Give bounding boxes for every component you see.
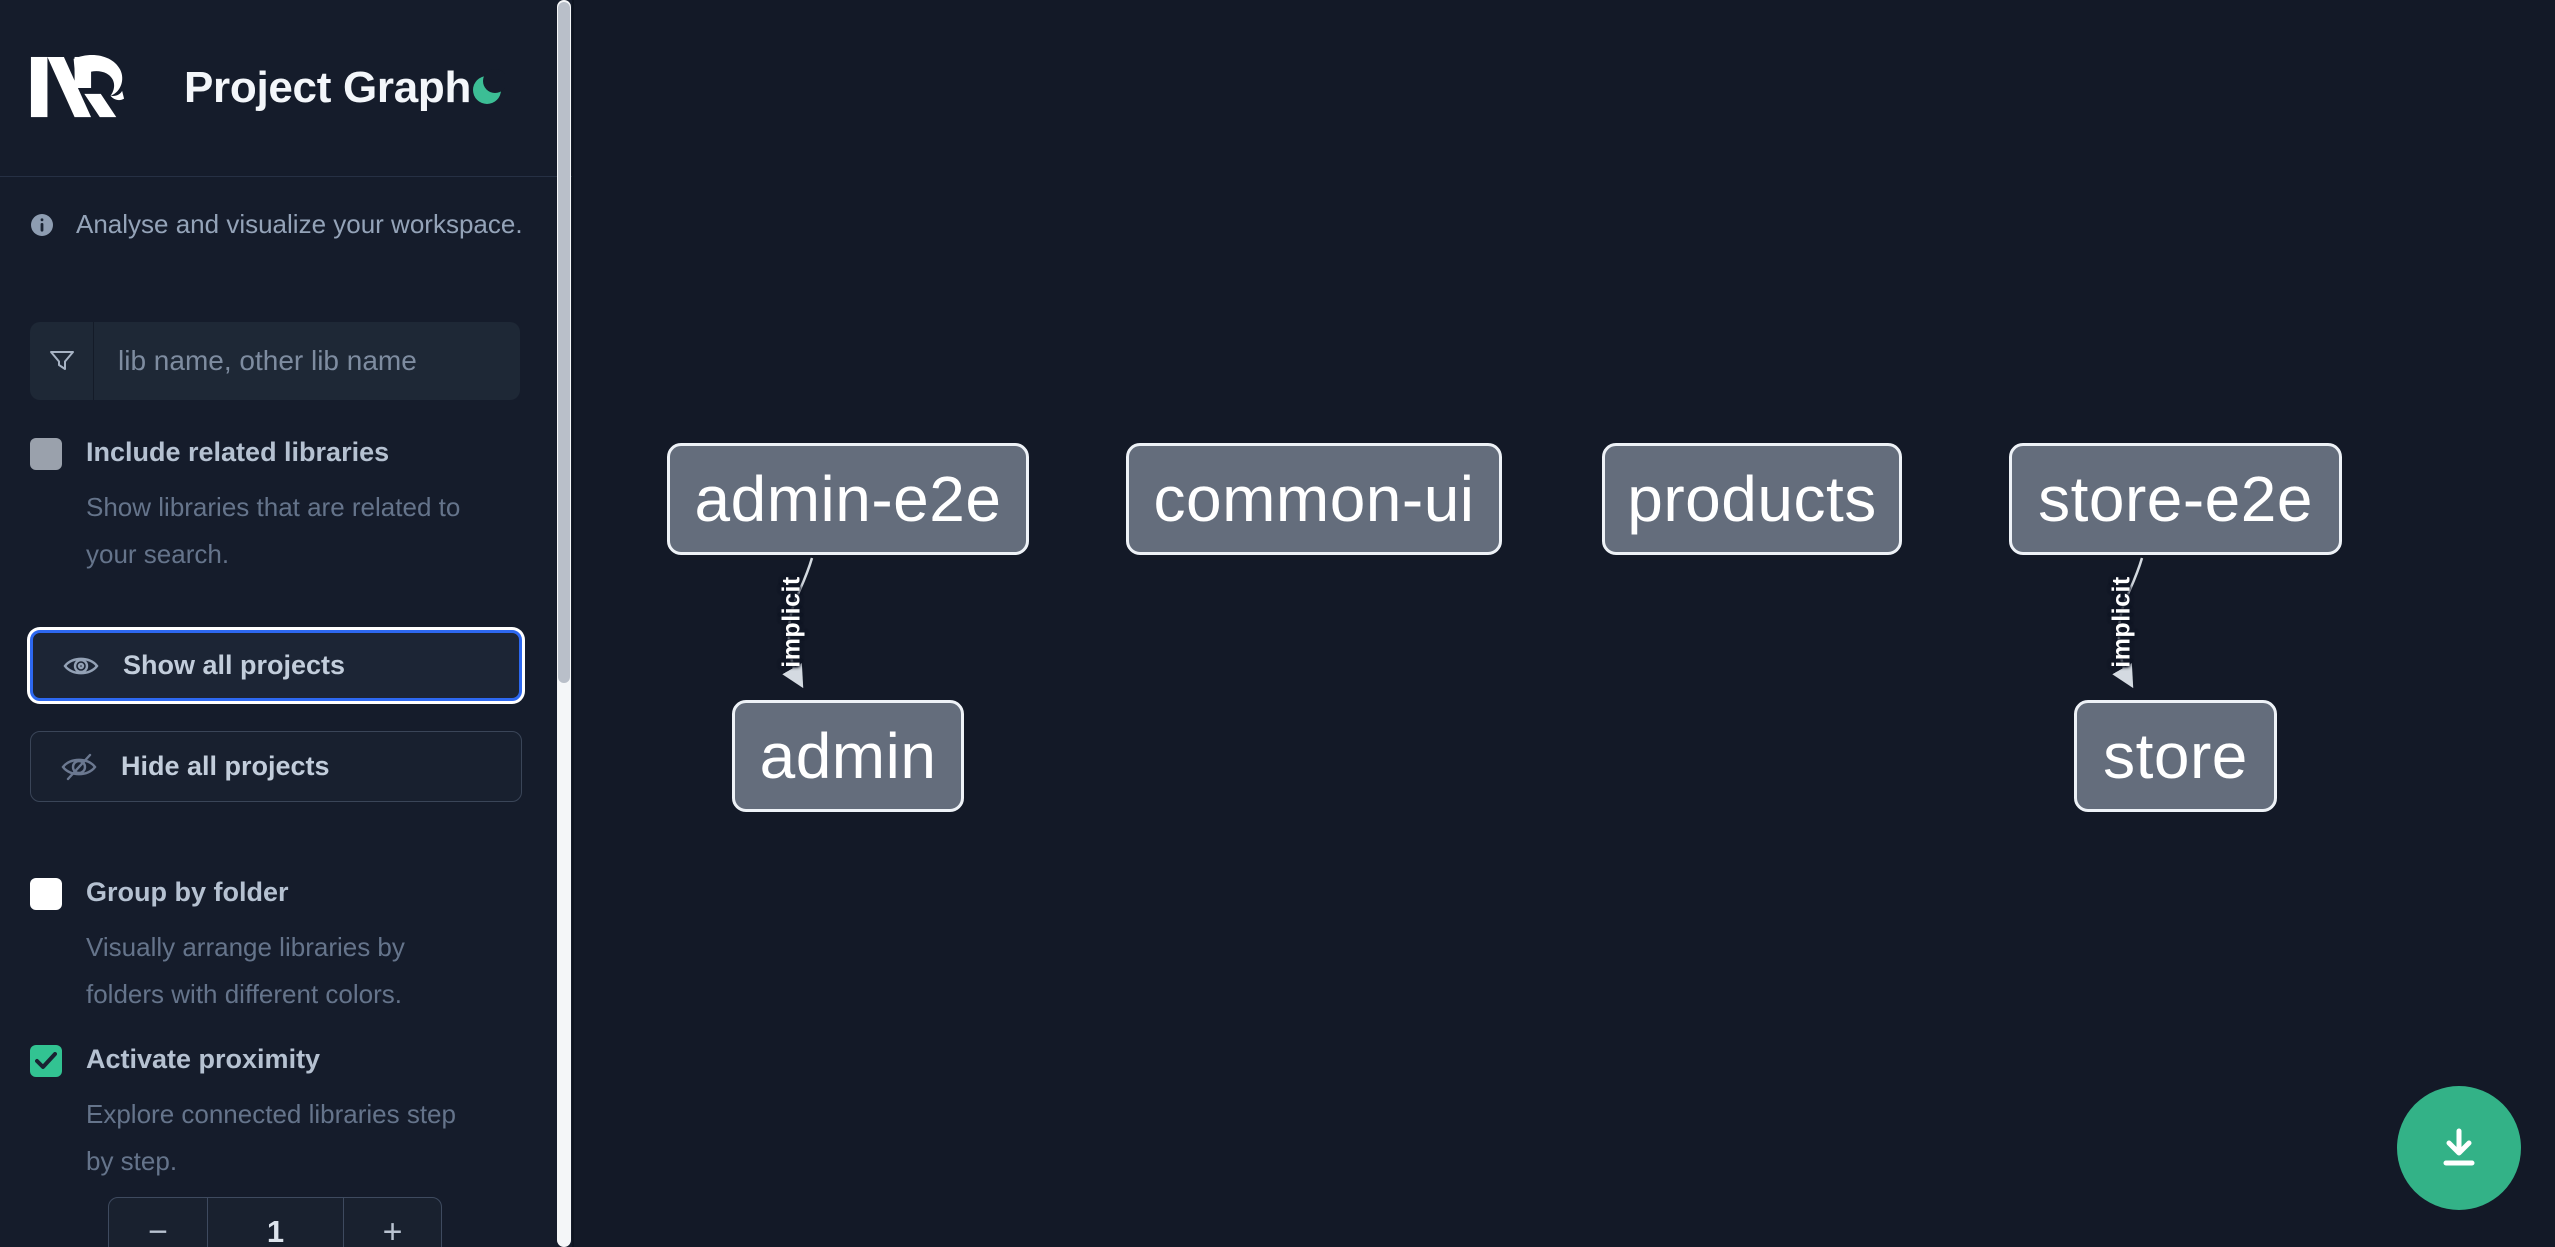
- sidebar: Project Graph Analyse and visualize your…: [0, 0, 572, 1247]
- toggle-activate-proximity[interactable]: Activate proximity Explore connected lib…: [30, 1043, 572, 1185]
- filter-icon: [30, 322, 94, 400]
- sidebar-header: Project Graph: [0, 0, 572, 177]
- checkbox-group-by-folder[interactable]: [30, 878, 62, 910]
- graph-edges: [782, 557, 2144, 689]
- sidebar-scrollbar-thumb[interactable]: [558, 2, 570, 683]
- toggle-label: Include related libraries: [86, 437, 390, 467]
- graph-node-store-e2e[interactable]: store-e2e: [2009, 443, 2342, 555]
- checkbox-include-related-libraries[interactable]: [30, 438, 62, 470]
- toggle-label: Group by folder: [86, 877, 289, 907]
- download-icon: [2443, 1128, 2475, 1166]
- search-input[interactable]: [94, 322, 520, 400]
- workspace-info-text: Analyse and visualize your workspace.: [76, 209, 523, 239]
- info-icon: [31, 213, 53, 236]
- toggle-description: Explore connected libraries step by step…: [86, 1099, 456, 1176]
- eye-off-icon: [61, 753, 97, 780]
- proximity-depth-stepper: − 1 +: [108, 1197, 442, 1247]
- page-title: Project Graph: [184, 63, 472, 112]
- edge-admin-e2e-to-admin: [782, 557, 814, 689]
- edge-store-e2e-to-store: [2112, 557, 2144, 689]
- graph-node-admin-e2e[interactable]: admin-e2e: [667, 443, 1029, 555]
- stepper-value: 1: [266, 1214, 285, 1247]
- download-graph-button[interactable]: [2397, 1086, 2521, 1210]
- nx-logo-icon: [30, 54, 125, 118]
- eye-icon: [63, 657, 99, 674]
- graph-node-products[interactable]: products: [1602, 443, 1902, 555]
- graph-node-store[interactable]: store: [2074, 700, 2277, 812]
- toggle-group-by-folder[interactable]: Group by folder Visually arrange librari…: [30, 876, 572, 1018]
- toggle-label: Activate proximity: [86, 1044, 321, 1074]
- toggle-include-related-libraries[interactable]: Include related libraries Show libraries…: [30, 436, 572, 578]
- edge-label-implicit: implicit: [2107, 576, 2136, 668]
- graph-node-common-ui[interactable]: common-ui: [1126, 443, 1502, 555]
- toggle-description: Show libraries that are related to your …: [86, 492, 461, 569]
- checkbox-activate-proximity[interactable]: [30, 1045, 62, 1077]
- decrement-button[interactable]: −: [109, 1198, 208, 1247]
- sidebar-scrollbar[interactable]: [557, 0, 571, 1247]
- edge-label-implicit: implicit: [777, 576, 806, 668]
- show-all-projects-label: Show all projects: [123, 650, 346, 680]
- workspace-info: Analyse and visualize your workspace.: [30, 209, 572, 240]
- search-box: [30, 322, 520, 400]
- show-all-projects-button[interactable]: Show all projects: [30, 630, 522, 701]
- moon-icon: [473, 69, 508, 104]
- theme-toggle-button[interactable]: [471, 69, 508, 107]
- hide-all-projects-label: Hide all projects: [121, 751, 330, 781]
- sidebar-content: Analyse and visualize your workspace. In…: [0, 209, 572, 1247]
- increment-button[interactable]: +: [343, 1198, 441, 1247]
- hide-all-projects-button[interactable]: Hide all projects: [30, 731, 522, 802]
- check-icon: [35, 1052, 57, 1069]
- graph-canvas[interactable]: admin-e2e common-ui products store-e2e a…: [572, 0, 2555, 1247]
- toggle-description: Visually arrange libraries by folders wi…: [86, 932, 405, 1009]
- graph-node-admin[interactable]: admin: [732, 700, 964, 812]
